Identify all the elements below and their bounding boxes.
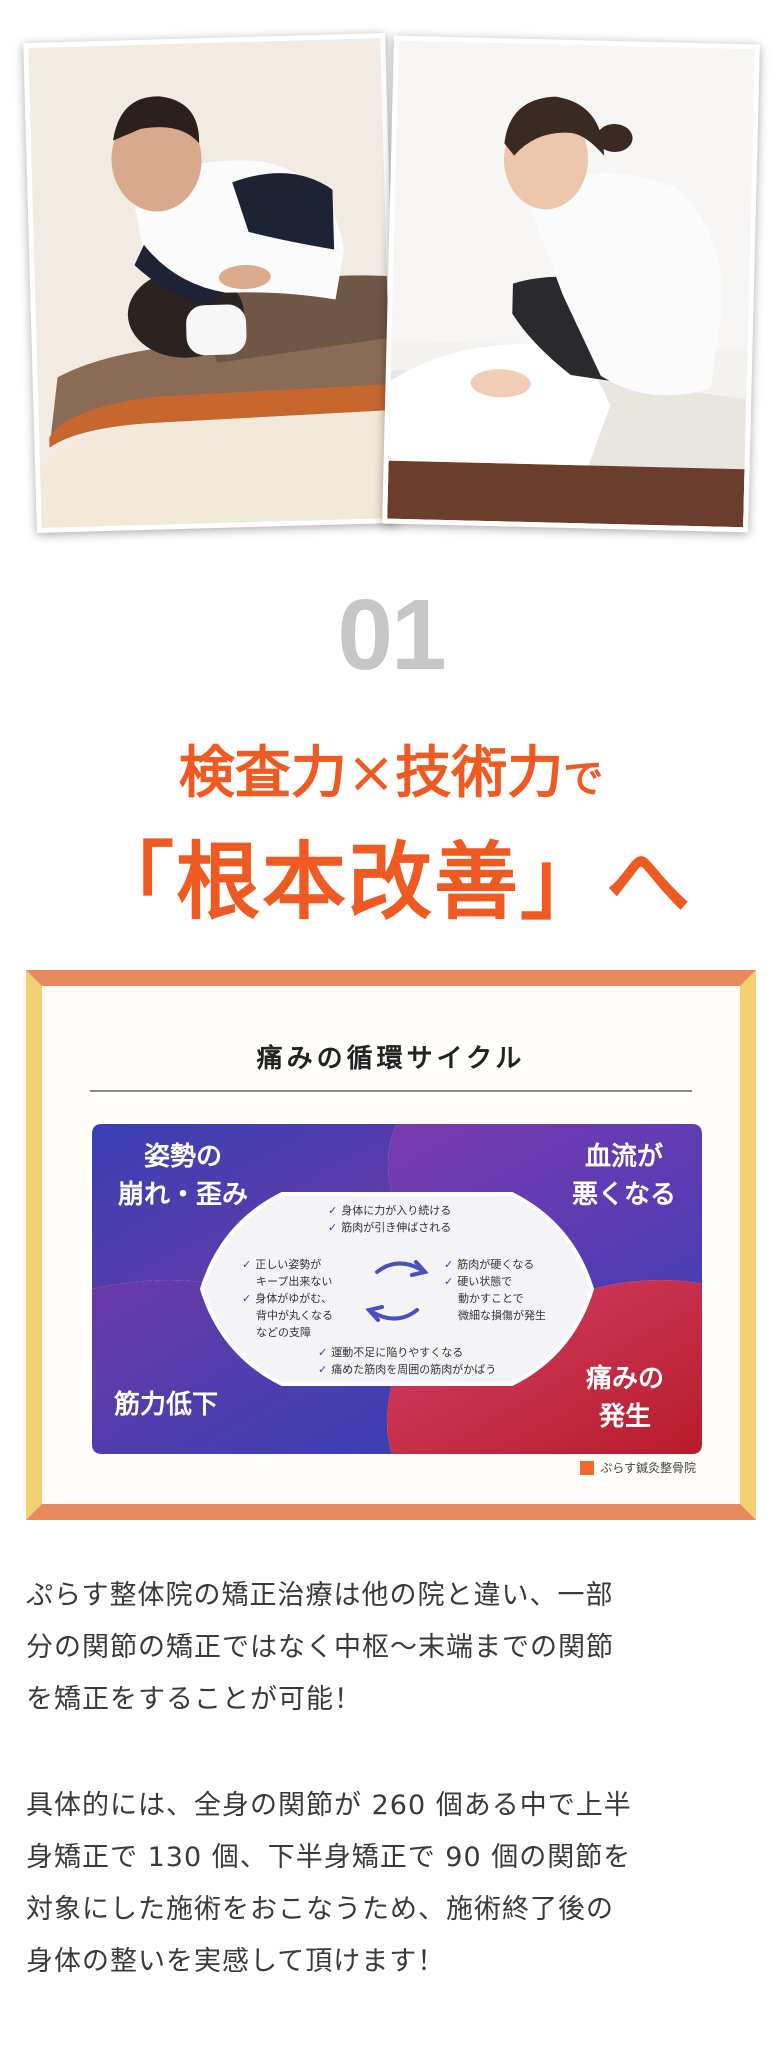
quadrant-posture: 姿勢の 崩れ・歪み bbox=[118, 1142, 249, 1210]
cycle-diagram: 姿勢の 崩れ・歪み 血流が 悪くなる 筋力低下 痛みの 発生 ✓身体に力が入り続… bbox=[92, 1124, 702, 1454]
heading-line-1: 検査力×技術力で bbox=[0, 728, 782, 809]
cycle-background bbox=[92, 1124, 702, 1454]
pain-cycle-infographic: 痛みの循環サイクル bbox=[26, 970, 756, 1520]
quadrant-pain: 痛みの 発生 bbox=[585, 1364, 664, 1432]
section-number: 01 bbox=[337, 579, 446, 691]
bullets-top: ✓身体に力が入り続ける ✓筋肉が引き伸ばされる bbox=[328, 1204, 452, 1234]
logo-mark-icon bbox=[580, 1460, 595, 1475]
treatment-photo-right bbox=[382, 35, 760, 533]
heading-particle: で bbox=[563, 756, 604, 802]
heading-line-2: 「根本改善」へ bbox=[89, 833, 692, 931]
treatment-photo-left bbox=[23, 33, 399, 533]
heading-technique-power: 技術力 bbox=[395, 741, 564, 806]
bullets-bottom: ✓運動不足に陥りやすくなる ✓痛めた筋肉を周囲の筋肉がかばう bbox=[318, 1346, 497, 1376]
heading-cross: × bbox=[346, 738, 396, 806]
title-divider bbox=[90, 1090, 692, 1092]
body-paragraph-1: ぷらす整体院の矯正治療は他の院と違い、一部 分の関節の矯正ではなく中枢〜末端まで… bbox=[26, 1580, 614, 1715]
infographic-title: 痛みの循環サイクル bbox=[256, 1044, 526, 1074]
body-paragraph-2: 具体的には、全身の関節が 260 個ある中で上半 身矯正で 130 個、下半身矯… bbox=[26, 1790, 632, 1977]
bullets-left: ✓正しい姿勢が キープ出来ない ✓身体がゆがむ、 背中が丸くなる などの支障 bbox=[242, 1258, 333, 1339]
bullets-right: ✓筋肉が硬くなる ✓硬い状態で 動かすことで 微細な損傷が発生 bbox=[444, 1258, 546, 1322]
practitioner-stretching-patient-image bbox=[387, 40, 755, 528]
heading-inspection-power: 検査力 bbox=[178, 741, 347, 806]
quadrant-bloodflow: 血流が 悪くなる bbox=[571, 1142, 676, 1210]
clinic-logo: ぷらす鍼灸整骨院 bbox=[580, 1459, 696, 1476]
practitioner-adjusting-patient-image bbox=[28, 38, 394, 528]
quadrant-muscle-weakness: 筋力低下 bbox=[114, 1390, 219, 1420]
